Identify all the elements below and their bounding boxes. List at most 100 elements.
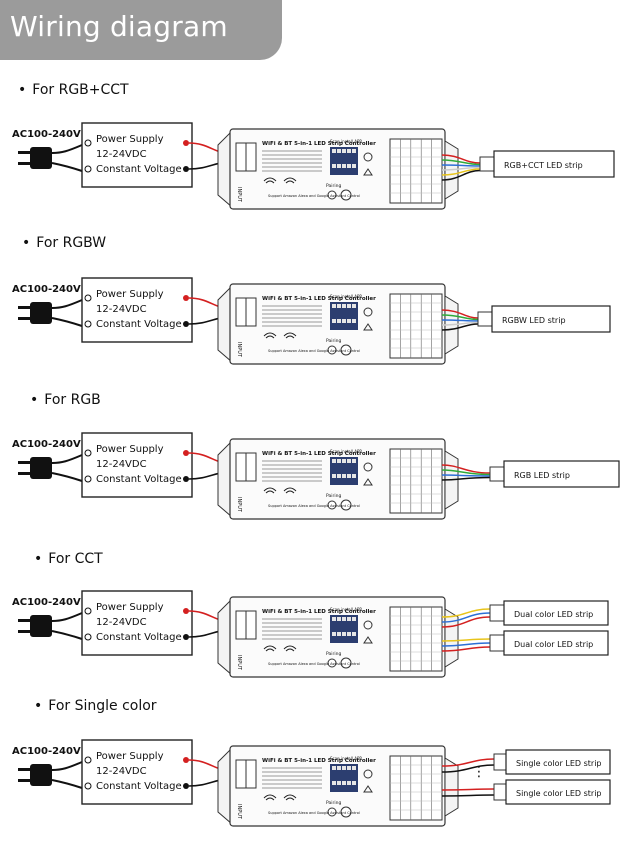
controller-device bbox=[217, 745, 459, 827]
power-supply-voltage: 12-24VDC bbox=[96, 304, 147, 315]
led-strip-box bbox=[503, 630, 609, 656]
output-wire bbox=[441, 469, 491, 476]
output-wire bbox=[441, 616, 491, 628]
scan-app-text: Scan install APP bbox=[330, 756, 362, 761]
power-supply-label: Power Supply bbox=[96, 602, 164, 613]
ps-terminal-neg bbox=[183, 476, 189, 482]
ps-terminal-neg bbox=[183, 166, 189, 172]
ellipsis-icon: ⋮ bbox=[472, 764, 486, 780]
power-supply-box bbox=[81, 590, 193, 656]
led-strip-label: RGBW LED strip bbox=[502, 316, 566, 325]
scan-app-text: Scan install APP bbox=[330, 294, 362, 299]
scan-app-text: Scan install APP bbox=[330, 607, 362, 612]
alexa-support-text: Support Amazon Alexa and Google Assistan… bbox=[268, 504, 360, 508]
scan-app-text: Scan install APP bbox=[330, 139, 362, 144]
weee-icon bbox=[363, 785, 373, 793]
ps-terminal-ac1 bbox=[84, 294, 92, 302]
controller-title: WiFi & BT 5-in-1 LED Strip Controller bbox=[262, 451, 376, 457]
output-wire bbox=[441, 319, 479, 322]
strip-connector bbox=[489, 466, 505, 482]
strip-connector bbox=[489, 604, 505, 622]
status-led bbox=[340, 344, 352, 356]
wifi-icon bbox=[263, 177, 277, 184]
pairing-label: Pairing bbox=[326, 338, 341, 344]
ce-mark-icon bbox=[363, 152, 373, 162]
strip-connector bbox=[493, 753, 507, 771]
ce-mark-icon bbox=[363, 307, 373, 317]
status-led bbox=[340, 499, 352, 511]
controller-device bbox=[217, 596, 459, 678]
ps-terminal-ac1 bbox=[84, 449, 92, 457]
output-wire bbox=[441, 788, 495, 791]
power-supply-type: Constant Voltage bbox=[96, 632, 182, 643]
output-wire bbox=[441, 474, 491, 477]
alexa-support-text: Support Amazon Alexa and Google Assistan… bbox=[268, 349, 360, 353]
wifi-icon bbox=[263, 645, 277, 652]
page-title: Wiring diagram bbox=[10, 10, 228, 43]
ps-terminal-pos bbox=[183, 450, 189, 456]
power-supply-box bbox=[81, 739, 193, 805]
led-strip-label: Single color LED strip bbox=[516, 759, 602, 768]
power-supply-box bbox=[81, 122, 193, 188]
ps-terminal-ac2 bbox=[84, 320, 92, 328]
section-label-cct: •For CCT bbox=[34, 551, 103, 567]
power-supply-type: Constant Voltage bbox=[96, 164, 182, 175]
ps-terminal-neg bbox=[183, 634, 189, 640]
bluetooth-signal-icon bbox=[283, 487, 297, 494]
alexa-support-text: Support Amazon Alexa and Google Assistan… bbox=[268, 811, 360, 815]
output-wire bbox=[441, 612, 491, 623]
status-led bbox=[340, 657, 352, 669]
ac-wire-2 bbox=[51, 317, 83, 327]
output-wire bbox=[441, 169, 481, 181]
bluetooth-signal-icon bbox=[283, 177, 297, 184]
section-label-rgb: •For RGB bbox=[30, 392, 101, 408]
power-supply-box bbox=[81, 432, 193, 498]
pairing-label: Pairing bbox=[326, 183, 341, 189]
wifi-icon bbox=[263, 794, 277, 801]
led-strip-label: RGB LED strip bbox=[514, 471, 570, 480]
section-label-single-color: •For Single color bbox=[34, 698, 157, 714]
power-supply-type: Constant Voltage bbox=[96, 474, 182, 485]
input-label: INPUT bbox=[236, 804, 242, 820]
ac-input-label: AC100-240V bbox=[12, 597, 81, 608]
power-supply-type: Constant Voltage bbox=[96, 319, 182, 330]
controller-title: WiFi & BT 5-in-1 LED Strip Controller bbox=[262, 609, 376, 615]
led-strip-label: Single color LED strip bbox=[516, 789, 602, 798]
weee-icon bbox=[363, 478, 373, 486]
ce-mark-icon bbox=[363, 462, 373, 472]
output-wire bbox=[441, 464, 491, 474]
strip-connector bbox=[477, 311, 493, 327]
output-terminal-block bbox=[389, 138, 443, 204]
strip-connector bbox=[479, 156, 495, 172]
alexa-support-text: Support Amazon Alexa and Google Assistan… bbox=[268, 194, 360, 198]
bluetooth-signal-icon bbox=[283, 332, 297, 339]
output-terminal-block bbox=[389, 755, 443, 821]
led-strip-box bbox=[491, 305, 611, 333]
controller-end-cap-right bbox=[444, 608, 459, 668]
ps-terminal-pos bbox=[183, 757, 189, 763]
section-label-rgbw: •For RGBW bbox=[22, 235, 107, 251]
output-wire bbox=[441, 646, 491, 652]
pairing-label: Pairing bbox=[326, 651, 341, 657]
led-strip-label: Dual color LED strip bbox=[514, 640, 593, 649]
power-supply-label: Power Supply bbox=[96, 444, 164, 455]
strip-connector bbox=[493, 783, 507, 801]
power-plug-icon bbox=[18, 302, 52, 324]
scan-app-text: Scan install APP bbox=[330, 449, 362, 454]
ps-terminal-ac2 bbox=[84, 782, 92, 790]
output-wire bbox=[441, 309, 479, 319]
pairing-button bbox=[327, 345, 337, 355]
ce-mark-icon bbox=[363, 769, 373, 779]
power-plug-icon bbox=[18, 147, 52, 169]
power-supply-label: Power Supply bbox=[96, 289, 164, 300]
ac-input-label: AC100-240V bbox=[12, 439, 81, 450]
weee-icon bbox=[363, 168, 373, 176]
power-plug-icon bbox=[18, 615, 52, 637]
ps-terminal-ac1 bbox=[84, 607, 92, 615]
input-label: INPUT bbox=[236, 497, 242, 513]
